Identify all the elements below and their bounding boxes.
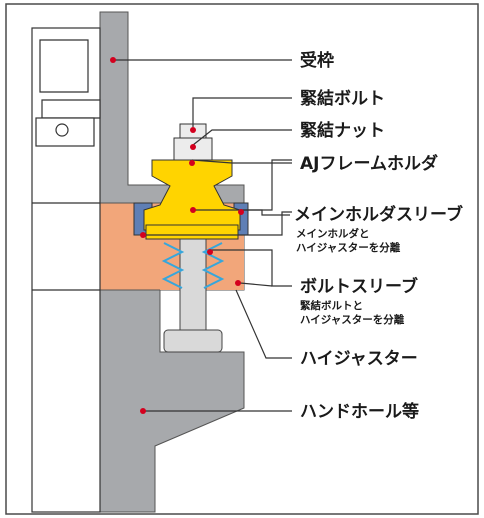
bolt-base-plate bbox=[163, 329, 223, 353]
marker-aj-holder bbox=[189, 160, 195, 166]
label-bolt-sleeve-note1: 緊結ボルトと bbox=[300, 299, 363, 312]
handhole-body bbox=[99, 289, 245, 513]
bolt-sleeve-spring bbox=[161, 242, 225, 289]
label-kinketsu-nut: 緊結ナット bbox=[300, 120, 385, 141]
marker-dots bbox=[110, 57, 244, 414]
marker-main-sleeve-left bbox=[140, 232, 146, 238]
label-bolt-sleeve: ボルトスリーブ bbox=[300, 276, 418, 297]
marker-nut bbox=[190, 144, 196, 150]
label-kinketsu-bolt: 緊結ボルト bbox=[300, 88, 385, 109]
label-bolt-sleeve-note2: ハイジャスターを分離 bbox=[300, 313, 405, 326]
left-frame-outline bbox=[31, 27, 101, 513]
marker-bolt-sleeve bbox=[207, 249, 213, 255]
label-aj-frame-holder: AJフレームホルダ bbox=[300, 153, 438, 174]
label-handhole: ハンドホール等 bbox=[300, 401, 419, 422]
label-main-holder-sleeve-note2: ハイジャスターを分離 bbox=[296, 241, 401, 254]
marker-main-sleeve-right bbox=[238, 209, 244, 215]
marker-bolt bbox=[190, 127, 196, 133]
aj-holder-flange bbox=[145, 224, 239, 240]
label-main-holder-sleeve-note1: メインホルダと bbox=[296, 227, 370, 240]
marker-handhole bbox=[140, 408, 146, 414]
label-main-holder-sleeve: メインホルダスリーブ bbox=[294, 204, 463, 225]
marker-aj-holder-lower bbox=[190, 207, 196, 213]
leader-lines bbox=[113, 59, 292, 412]
frame-hinge-icon bbox=[55, 123, 69, 137]
aj-frame-holder bbox=[143, 159, 241, 231]
marker-ukewaku bbox=[110, 57, 116, 63]
label-hi-juster: ハイジャスター bbox=[300, 349, 418, 369]
label-ukewaku: 受枠 bbox=[300, 50, 334, 71]
marker-hi-juster bbox=[235, 280, 241, 286]
